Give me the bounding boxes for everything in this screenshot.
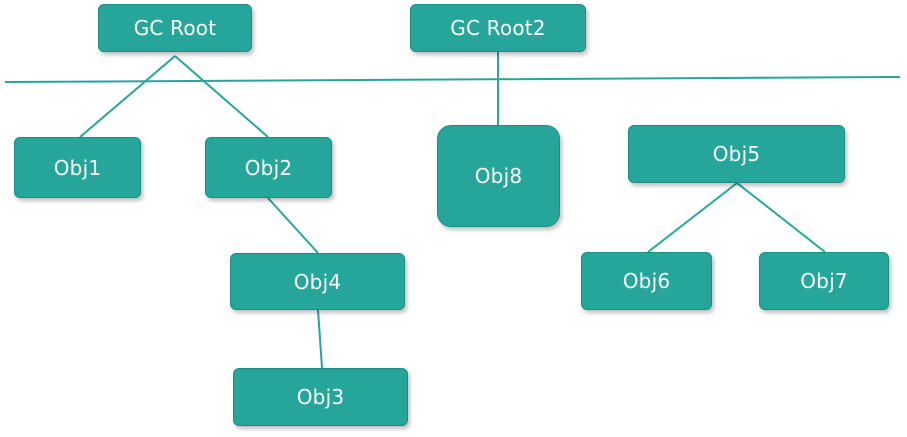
edge-obj4-obj3 <box>317 309 323 369</box>
node-obj5: Obj5 <box>628 125 845 183</box>
node-obj8-label: Obj8 <box>474 164 523 188</box>
node-obj8: Obj8 <box>437 125 560 227</box>
node-obj2: Obj2 <box>205 137 332 198</box>
edge-obj5-obj7 <box>736 182 826 253</box>
gc-root-separator-line <box>4 76 901 83</box>
node-obj5-label: Obj5 <box>712 142 761 166</box>
node-obj3: Obj3 <box>233 368 408 426</box>
node-obj1: Obj1 <box>14 137 141 198</box>
edge-gcroot-obj2 <box>174 55 269 138</box>
edge-obj2-obj4 <box>267 197 319 254</box>
node-obj3-label: Obj3 <box>296 385 345 409</box>
node-gc-root-label: GC Root <box>133 16 217 40</box>
node-obj7-label: Obj7 <box>800 269 848 293</box>
edge-gcroot-obj1 <box>79 55 176 138</box>
node-obj2-label: Obj2 <box>244 155 293 180</box>
node-obj6: Obj6 <box>581 252 712 310</box>
node-obj6-label: Obj6 <box>622 269 671 293</box>
node-gc-root: GC Root <box>98 4 252 52</box>
node-gc-root2-label: GC Root2 <box>450 16 546 40</box>
node-obj1-label: Obj1 <box>53 155 102 180</box>
edge-obj5-obj6 <box>647 182 738 253</box>
node-obj4: Obj4 <box>230 253 405 310</box>
node-gc-root2: GC Root2 <box>410 4 586 52</box>
node-obj4-label: Obj4 <box>293 269 342 294</box>
node-obj7: Obj7 <box>759 252 889 310</box>
